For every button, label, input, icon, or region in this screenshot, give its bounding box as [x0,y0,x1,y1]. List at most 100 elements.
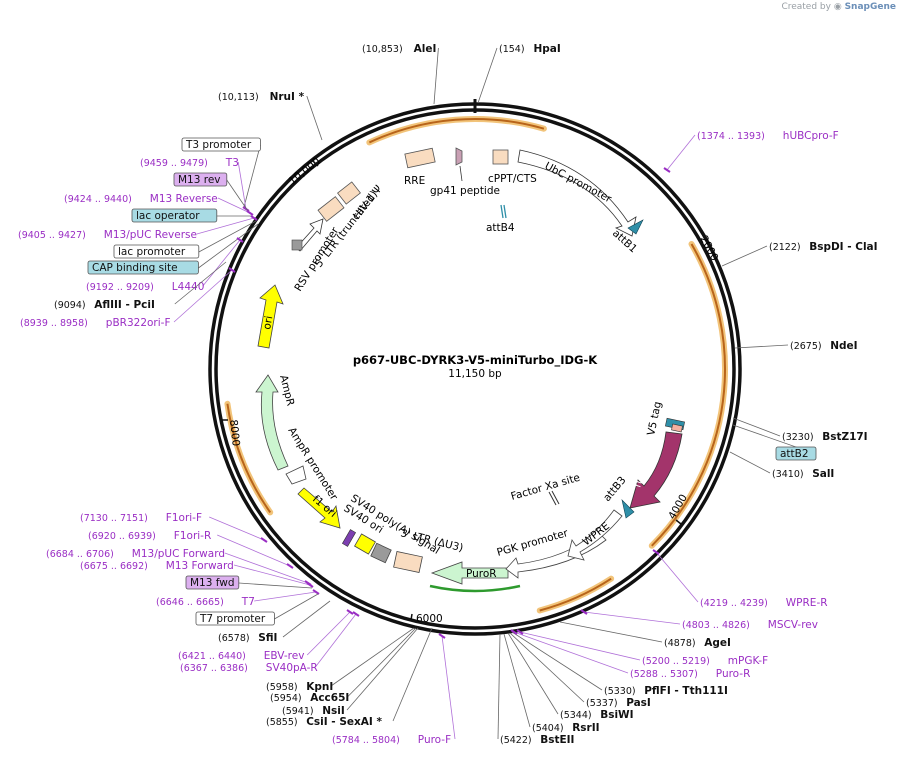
site-lacop[interactable]: lac operator [131,208,252,223]
site-leader [497,633,501,740]
site-leader [519,631,641,661]
site-ebvrev[interactable]: (6421 .. 6440)EBV-rev [178,609,354,662]
site-name: hUBCpro-F [783,130,839,142]
site-f1orir[interactable]: (6920 .. 6939)F1ori-R [88,530,294,569]
site-name: Puro-F [418,734,451,746]
site-sfii[interactable]: (6578) SfiI [218,600,331,644]
site-agei[interactable]: (4878)AgeI [559,621,731,649]
site-name: BstEII [540,734,574,746]
site-m13rev[interactable]: M13 rev [173,172,249,212]
site-puror-p[interactable]: (5288 .. 5307)Puro-R [510,629,750,680]
site-pflfi[interactable]: (5330)PflFI - Tth111I [511,631,728,697]
site-labels: (10,853)AleI (154)HpaI (10,113)NruI * (1374… [18,43,878,746]
site-pbr322[interactable]: (8939 .. 8958)pBR322ori-F [20,267,236,329]
site-bstz17i[interactable]: (3230) BstZ17I [732,417,868,443]
site-name: mPGK-F [728,655,768,667]
site-coord: (2122) [769,242,801,253]
site-lacprom[interactable]: lac promoter [113,220,257,259]
site-coord: (10,113) [218,92,259,103]
primer-mark [260,537,268,543]
site-m13forward[interactable]: (6675 .. 6692)M13 Forward [80,560,314,588]
site-coord: (3410) [772,469,804,480]
factor-xa-marker [551,490,560,505]
site-t7[interactable]: (6646 .. 6665) T7 [156,589,320,608]
site-leader [274,593,319,620]
site-box [131,208,218,223]
site-mpgkf[interactable]: (5200 .. 5219) mPGK-F [516,629,768,667]
attb4-marker [503,204,507,219]
site-acc65i[interactable]: (5954)Acc65I [270,627,417,704]
site-box [775,446,817,461]
site-leader [583,611,681,625]
site-hpai[interactable]: (154)HpaI [477,43,561,104]
site-ndei[interactable]: (2675)NdeI [734,340,858,352]
site-coord: (4219 .. 4239) [700,598,768,609]
site-coord: (5200 .. 5219) [642,656,710,667]
site-name: SfiI [258,632,277,644]
site-coord: (6675 .. 6692) [80,561,148,572]
site-l4440[interactable]: (9192 .. 9209)L4440 [86,237,244,293]
site-coord: (6578) [218,633,250,644]
primer-mark [580,609,588,615]
site-leader [734,344,789,349]
site-csii[interactable]: (5855)CsiI - SexAI * [266,627,433,728]
site-leader [511,631,603,691]
site-kpni[interactable]: (5958)KpnI [266,627,415,693]
site-box [113,244,200,259]
site-f1orif[interactable]: (7130 .. 7151)F1ori-F [80,512,268,543]
site-m13reverse[interactable]: (9424 .. 9440)M13 Reverse [64,193,254,216]
site-bsiwi[interactable]: (5344)BsiWI [507,632,634,721]
v5-tag-label: V5 tag [645,400,664,436]
snapgene-credit: Created by ◉ SnapGene [781,2,896,12]
cppt-box [492,149,509,165]
tick-8000: 8000 [227,419,242,447]
site-name: M13/pUC Forward [132,548,225,560]
site-coord: (9459 .. 9479) [140,158,208,169]
site-leader [509,632,585,703]
ampr-label: AmpR [277,374,296,407]
site-coord: (6646 .. 6665) [156,597,224,608]
site-sali[interactable]: (3410)SalI [729,451,834,480]
arc-right [651,243,726,547]
cppt-label: cPPT/CTS [488,173,537,185]
site-coord: (5954) [270,693,302,704]
site-rsrii[interactable]: (5404)RsrII [503,633,600,734]
attb1-marker [627,219,644,235]
site-coord: (9405 .. 9427) [18,230,86,241]
site-bspdi[interactable]: (2122)BspDI - ClaI [721,241,878,267]
site-m13fwd[interactable]: M13 fwd [185,575,313,590]
site-bsteii[interactable]: (5422)BstEII [497,633,574,746]
site-name: M13/pUC Reverse [104,229,197,241]
ampr-arrow [255,374,289,471]
attb4-label: attB4 [486,222,515,234]
site-m13puc-rev[interactable]: (9405 .. 9427) M13/pUC Reverse [18,215,258,241]
site-attb2[interactable]: attB2 [732,424,817,461]
site-purof[interactable]: (5784 .. 5804)Puro-F [332,633,456,746]
site-pasi[interactable]: (5337)PasI [509,632,651,709]
site-coord: (6367 .. 6386) [180,663,248,674]
site-alei[interactable]: (10,853)AleI [362,43,439,105]
site-wprer[interactable]: (4219 .. 4239)WPRE-R [652,549,828,609]
site-name: SV40pA-R [266,662,318,674]
site-name: BstZ17I [822,431,867,443]
ori-arrow [257,284,284,349]
rre-box [404,147,436,169]
site-afliii[interactable]: (9094)AflIII - PciI [54,261,227,311]
site-box [185,575,240,590]
gp41-marker [455,147,463,166]
site-nrui[interactable]: (10,113)NruI * [218,91,323,141]
site-name: AflIII - PciI [94,299,155,311]
site-mscvrev[interactable]: (4803 .. 4826)MSCV-rev [580,609,818,631]
primer-mark [663,167,671,173]
site-name: T7 [241,596,255,608]
site-t7p[interactable]: T7 promoter [195,593,319,626]
primer-mark [352,611,360,617]
site-sv40par[interactable]: (6367 .. 6386) SV40pA-R [180,611,360,674]
site-cap[interactable]: CAP binding site [87,223,259,275]
site-nsii[interactable]: (5941)NsiI [282,627,419,717]
ubc-promoter-label: UbC promoter [543,160,614,206]
site-coord: (3230) [782,432,814,443]
site-t3p[interactable]: T3 promoter [181,137,261,208]
site-hubcpro[interactable]: (1374 .. 1393)hUBCpro-F [663,130,839,173]
